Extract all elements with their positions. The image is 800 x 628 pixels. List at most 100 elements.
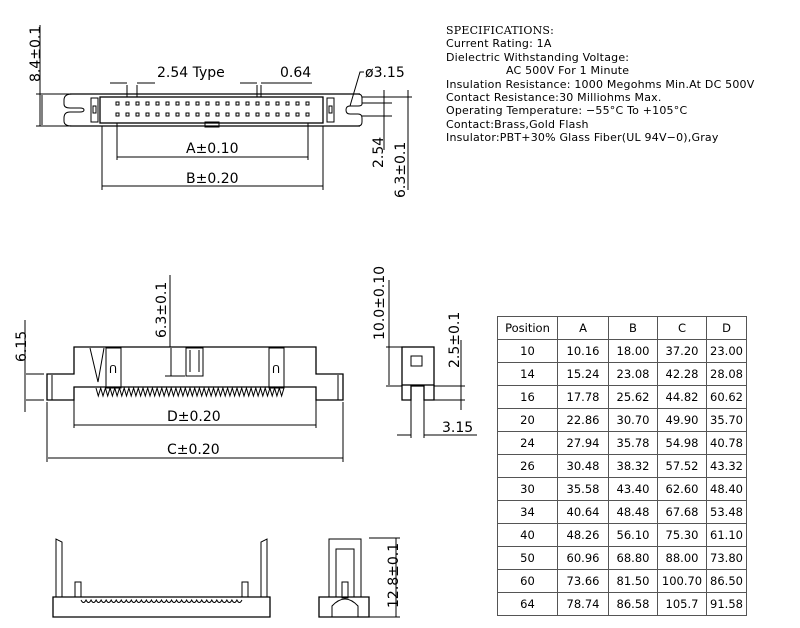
spec-line: Insulator:PBT+30% Glass Fiber(UL 94V−0),… bbox=[446, 131, 719, 145]
pin-hole bbox=[245, 101, 250, 106]
table-cell: 14 bbox=[497, 362, 558, 386]
table-cell: 16 bbox=[497, 385, 558, 409]
spec-line: Current Rating: 1A bbox=[446, 37, 552, 51]
table-cell: 48.26 bbox=[557, 523, 609, 547]
table-cell: 50 bbox=[497, 546, 558, 570]
table-cell: 30.48 bbox=[557, 454, 609, 478]
table-cell: 34 bbox=[497, 500, 558, 524]
dim-c: C±0.20 bbox=[167, 442, 220, 458]
pin-hole bbox=[295, 101, 300, 106]
dim-pin-width: 0.64 bbox=[280, 65, 311, 81]
contact-teeth bbox=[80, 598, 243, 603]
table-cell: 40.64 bbox=[557, 500, 609, 524]
dim-side-height: 10.0±0.10 bbox=[372, 266, 388, 340]
front-view: Ո Ո 6.15 6.3±0.1 D±0.20 C±0.20 bbox=[14, 275, 344, 462]
table-cell: 53.48 bbox=[706, 500, 747, 524]
table-cell: 91.58 bbox=[706, 592, 747, 616]
pin-hole bbox=[195, 101, 200, 106]
table-cell: 64 bbox=[497, 592, 558, 616]
pin-hole bbox=[195, 112, 200, 117]
pin-hole bbox=[145, 101, 150, 106]
dim-hole-dia: ø3.15 bbox=[365, 65, 405, 81]
pin-hole bbox=[265, 112, 270, 117]
contact-teeth bbox=[95, 386, 285, 398]
pin-hole bbox=[115, 112, 120, 117]
pin-hole bbox=[215, 112, 220, 117]
dim-front-depth: 6.3±0.1 bbox=[154, 282, 170, 338]
dim-pitch: 2.54 Type bbox=[157, 65, 225, 81]
pin-hole bbox=[295, 112, 300, 117]
table-cell: 44.82 bbox=[657, 385, 707, 409]
pin-hole bbox=[205, 112, 210, 117]
dim-latch-height: 12.8±0.1 bbox=[386, 543, 402, 608]
pin-hole bbox=[275, 112, 280, 117]
table-cell: 60.62 bbox=[706, 385, 747, 409]
table-cell: 23.00 bbox=[706, 339, 747, 363]
table-cell: 30.70 bbox=[608, 408, 658, 432]
table-cell: 60 bbox=[497, 569, 558, 593]
pin-hole bbox=[205, 101, 210, 106]
pin-hole bbox=[125, 112, 130, 117]
table-cell: 28.08 bbox=[706, 362, 747, 386]
dim-side-width: 3.15 bbox=[442, 420, 473, 436]
pin-hole bbox=[135, 112, 140, 117]
table-cell: 61.10 bbox=[706, 523, 747, 547]
pin-hole bbox=[275, 101, 280, 106]
table-cell: 88.00 bbox=[657, 546, 707, 570]
table-cell: 17.78 bbox=[557, 385, 609, 409]
pin-hole bbox=[145, 112, 150, 117]
table-cell: 30 bbox=[497, 477, 558, 501]
table-cell: 23.08 bbox=[608, 362, 658, 386]
dim-top-depth: 6.3±0.1 bbox=[393, 142, 409, 198]
pin-hole bbox=[225, 112, 230, 117]
table-cell: 54.98 bbox=[657, 431, 707, 455]
dim-top-height: 8.4±0.1 bbox=[28, 26, 44, 82]
pin-hole bbox=[255, 112, 260, 117]
pin-hole bbox=[185, 112, 190, 117]
table-cell: 25.62 bbox=[608, 385, 658, 409]
specifications-block: SPECIFICATIONS: Current Rating: 1A Diele… bbox=[446, 24, 754, 145]
table-cell: 43.40 bbox=[608, 477, 658, 501]
pin-hole bbox=[285, 101, 290, 106]
pin-hole bbox=[235, 101, 240, 106]
table-cell: 35.58 bbox=[557, 477, 609, 501]
table-cell: 15.24 bbox=[557, 362, 609, 386]
spec-line: Operating Temperature: −55°C To +105°C bbox=[446, 104, 688, 118]
table-cell: 60.96 bbox=[557, 546, 609, 570]
table-cell: 68.80 bbox=[608, 546, 658, 570]
table-cell: 24 bbox=[497, 431, 558, 455]
table-cell: 26 bbox=[497, 454, 558, 478]
spec-line: AC 500V For 1 Minute bbox=[506, 64, 630, 78]
table-cell: 62.60 bbox=[657, 477, 707, 501]
table-header-cell: A bbox=[557, 316, 609, 340]
pin-hole bbox=[165, 101, 170, 106]
spec-line: Insulation Resistance: 1000 Megohms Min.… bbox=[446, 77, 755, 91]
pin-hole bbox=[225, 101, 230, 106]
pin-hole bbox=[305, 101, 310, 106]
table-cell: 73.66 bbox=[557, 569, 609, 593]
table-cell: 20 bbox=[497, 408, 558, 432]
table-cell: 40 bbox=[497, 523, 558, 547]
table-cell: 100.70 bbox=[657, 569, 707, 593]
pin-hole bbox=[255, 101, 260, 106]
table-cell: 75.30 bbox=[657, 523, 707, 547]
dim-side-pin: 2.5±0.1 bbox=[447, 312, 463, 368]
table-cell: 38.32 bbox=[608, 454, 658, 478]
table-cell: 81.50 bbox=[608, 569, 658, 593]
table-cell: 48.40 bbox=[706, 477, 747, 501]
pin-hole bbox=[135, 101, 140, 106]
